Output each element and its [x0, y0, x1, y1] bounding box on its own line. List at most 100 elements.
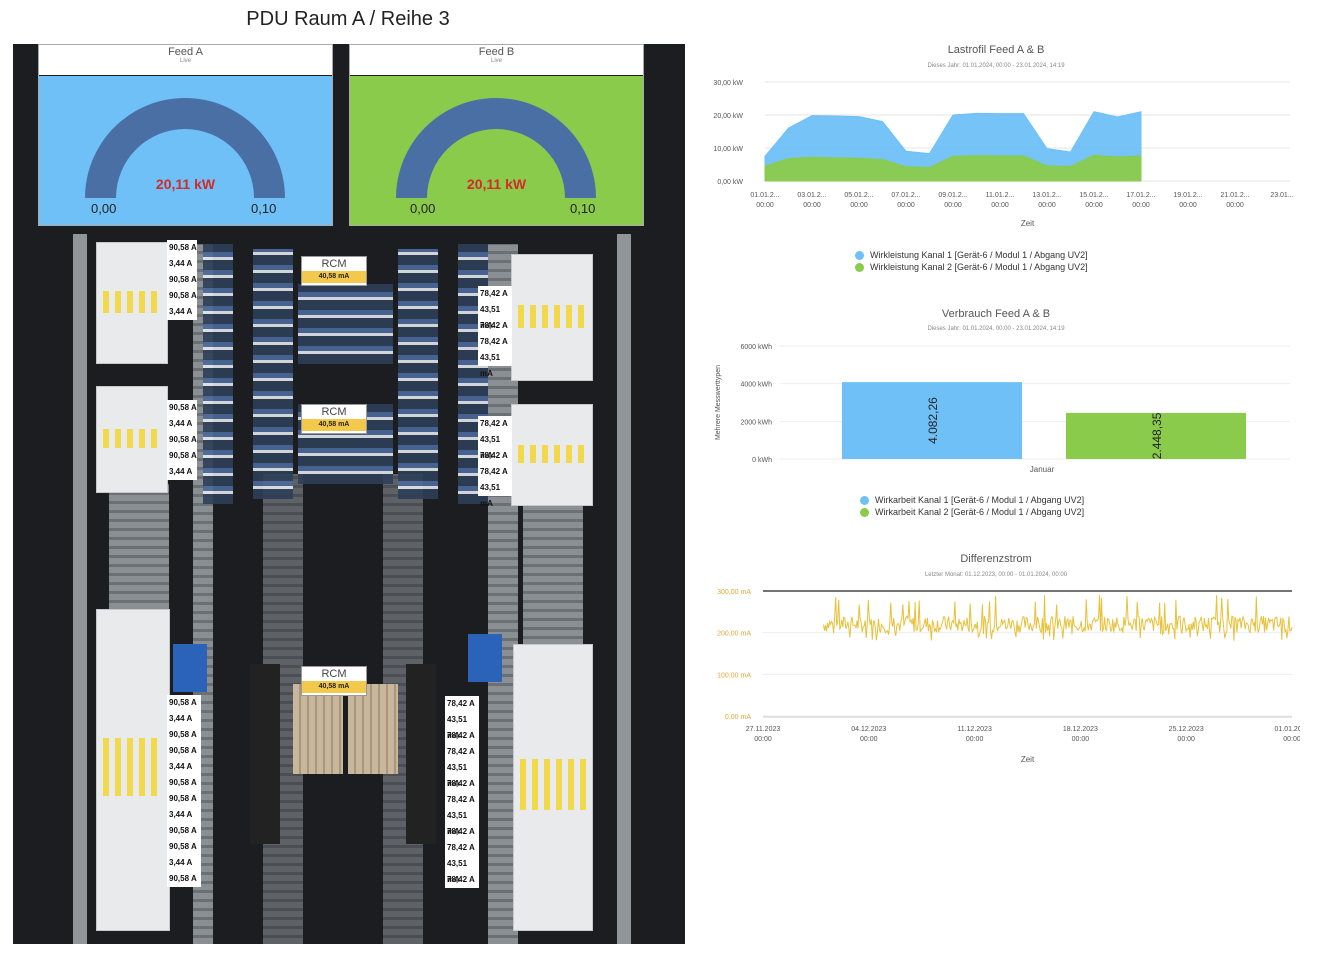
- legend-item[interactable]: Wirkleistung Kanal 2 [Gerät-6 / Modul 1 …: [855, 261, 1088, 273]
- rcm-title: RCM: [321, 406, 347, 418]
- breaker-reading: 90,58 A: [169, 403, 197, 412]
- gauge-title: Feed B: [478, 46, 515, 58]
- legend-item[interactable]: Wirkleistung Kanal 1 [Gerät-6 / Modul 1 …: [855, 249, 1088, 261]
- bar-data-label: 2.448,35: [1150, 412, 1164, 459]
- page-title: PDU Raum A / Reihe 3: [246, 8, 450, 30]
- gauge-feed-a: Feed A Live 20,11 kW 0,00 0,10: [38, 44, 333, 226]
- residual-current-sensor: [173, 644, 207, 692]
- breaker-reading: 90,58 A: [169, 291, 197, 300]
- chart-subtitle: Letzter Monat: 01.12.2023, 00:00 - 01.01…: [924, 572, 1068, 578]
- gauge-value: 20,11 kW: [155, 176, 216, 192]
- x-tick-label: 00:00: [1283, 736, 1300, 743]
- x-tick-label: 00:00: [944, 202, 962, 209]
- chart-title: Differenzstrom: [960, 553, 1032, 565]
- x-tick-label: 11.01.2...: [986, 192, 1015, 199]
- circuit-breaker-block: [96, 242, 168, 364]
- breaker-reading: 78,42 A: [480, 467, 508, 476]
- legend-label: Wirkarbeit Kanal 1 [Gerät-6 / Modul 1 / …: [875, 495, 1085, 505]
- gauge-subtitle: Live: [179, 58, 191, 64]
- bar: [1066, 412, 1246, 459]
- breaker-reading: 3,44 A: [169, 259, 193, 268]
- breaker-reading: 90,58 A: [169, 275, 197, 284]
- x-tick-label: 00:00: [860, 736, 878, 743]
- x-tick-label: 11.12.2023: [957, 726, 992, 733]
- y-tick-label: 30,00 kW: [713, 80, 743, 87]
- x-tick-label: 00:00: [1038, 202, 1056, 209]
- cabinet-photo: Feed A Live 20,11 kW 0,00 0,10 Feed B Li…: [13, 44, 685, 944]
- breaker-reading: 90,58 A: [169, 874, 197, 883]
- x-tick-label: 00:00: [1085, 202, 1103, 209]
- breaker-reading: 90,58 A: [169, 778, 197, 787]
- terminal-block: [398, 249, 438, 499]
- rcm-title: RCM: [321, 668, 347, 680]
- x-tick-label: 18.12.2023: [1063, 726, 1098, 733]
- x-tick-label: 01.01.2...: [750, 192, 779, 199]
- legend-item[interactable]: Wirkarbeit Kanal 2 [Gerät-6 / Modul 1 / …: [860, 506, 1084, 518]
- chart-legend: Wirkleistung Kanal 1 [Gerät-6 / Modul 1 …: [855, 249, 1088, 273]
- x-tick-label: 00:00: [991, 202, 1009, 209]
- y-tick-label: 4000 kWh: [740, 382, 772, 389]
- x-tick-label: 01.01.2024: [1274, 726, 1300, 733]
- y-tick-label: 0,00 mA: [725, 714, 751, 721]
- x-tick-label: Januar: [1030, 465, 1055, 474]
- breaker-reading: 78,42 A: [480, 337, 508, 346]
- gauge-arc: [396, 98, 596, 198]
- chart-title: Lastrofil Feed A & B: [947, 44, 1045, 56]
- terminal-block: [348, 684, 398, 774]
- x-tick-label: 07.01.2...: [891, 192, 920, 199]
- y-tick-label: 6000 kWh: [740, 344, 772, 351]
- legend-label: Wirkleistung Kanal 1 [Gerät-6 / Modul 1 …: [870, 250, 1088, 260]
- x-tick-label: 00:00: [1132, 202, 1150, 209]
- y-tick-label: 300,00 mA: [717, 589, 751, 596]
- circuit-breaker-block: [511, 254, 593, 381]
- circuit-breaker-block: [513, 644, 593, 931]
- residual-current-sensor: [468, 634, 502, 682]
- chart-legend: Wirkarbeit Kanal 1 [Gerät-6 / Modul 1 / …: [860, 494, 1084, 518]
- breaker-reading: 43,51 mA: [447, 715, 468, 740]
- breaker-reading: 78,42 A: [447, 779, 475, 788]
- breaker-reading: 78,42 A: [447, 827, 475, 836]
- x-axis-label: Zeit: [1021, 219, 1035, 228]
- x-tick-label: 00:00: [1177, 736, 1195, 743]
- breaker-reading: 90,58 A: [169, 794, 197, 803]
- breaker-reading: 78,42 A: [480, 419, 508, 428]
- breaker-reading: 3,44 A: [169, 419, 193, 428]
- breaker-reading: 3,44 A: [169, 467, 193, 476]
- y-tick-label: 0,00 kW: [717, 179, 743, 186]
- breaker-reading: 90,58 A: [169, 842, 197, 851]
- breaker-reading: 90,58 A: [169, 698, 197, 707]
- x-tick-label: 00:00: [754, 736, 772, 743]
- bar: [842, 382, 1022, 459]
- breaker-reading: 90,58 A: [169, 730, 197, 739]
- gauge-min: 0,00: [410, 201, 436, 216]
- x-tick-label: 15.01.2...: [1079, 192, 1108, 199]
- rcm-value: 40,58 mA: [302, 419, 366, 431]
- gauge-max: 0,10: [251, 201, 277, 216]
- breaker-reading: 90,58 A: [169, 826, 197, 835]
- x-tick-label: 00:00: [1179, 202, 1197, 209]
- relay-module: [250, 664, 280, 844]
- terminal-block: [253, 249, 293, 499]
- y-tick-label: 100,00 mA: [717, 672, 751, 679]
- breaker-reading: 43,51 mA: [480, 483, 501, 508]
- rcm-tag: RCM 40,58 mA: [301, 666, 367, 696]
- x-tick-label: 13.01.2...: [1032, 192, 1061, 199]
- legend-item[interactable]: Wirkarbeit Kanal 1 [Gerät-6 / Modul 1 / …: [860, 494, 1084, 506]
- x-tick-label: 27.11.2023: [746, 726, 781, 733]
- terminal-block: [298, 284, 393, 364]
- breaker-reading: 78,42 A: [447, 843, 475, 852]
- gauge-body: [350, 76, 643, 225]
- x-tick-label: 00:00: [966, 736, 984, 743]
- gauge-min: 0,00: [91, 201, 117, 216]
- circuit-breaker-block: [96, 386, 168, 493]
- gauge-title: Feed A: [168, 46, 203, 58]
- series-line: [823, 595, 1293, 641]
- rcm-tag: RCM 40,58 mA: [301, 256, 367, 286]
- breaker-reading: 78,42 A: [480, 451, 508, 460]
- breaker-reading: 78,42 A: [480, 289, 508, 298]
